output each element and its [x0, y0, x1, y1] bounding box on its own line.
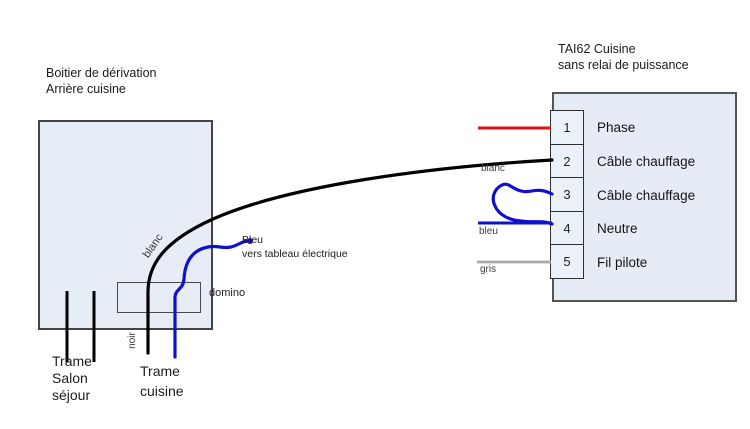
junction-box-title: Boitier de dérivation Arrière cuisine	[46, 66, 157, 96]
terminal-cell-4: 4	[550, 210, 584, 246]
label-blanc: blanc	[481, 163, 505, 174]
terminal-cell-5: 5	[550, 244, 584, 279]
label-gris: gris	[480, 264, 497, 275]
terminal-label-neutre: Neutre	[597, 220, 638, 236]
terminal-cell-1: 1	[550, 110, 584, 145]
terminal-label-cable-chauffage-2: Câble chauffage	[597, 187, 696, 203]
terminal-label-phase: Phase	[597, 119, 636, 135]
domino-connector-box	[117, 282, 201, 313]
label-noir-rotated: noir	[126, 332, 138, 349]
wire-blue-jumper-loop	[491, 182, 554, 226]
terminal-label-fil-pilote: Fil pilote	[597, 254, 648, 270]
terminal-cell-3: 3	[550, 177, 584, 212]
label-trame-cuisine: Trame cuisine	[140, 363, 184, 399]
terminal-block-title: TAI62 Cuisine sans relai de puissance	[558, 42, 689, 72]
label-bleu-vers-tableau: Bleu vers tableau électrique	[242, 234, 348, 260]
terminal-label-cable-chauffage-1: Câble chauffage	[597, 153, 696, 169]
label-bleu: bleu	[479, 226, 498, 237]
label-trame-salon-sejour: Trame Salon séjour	[52, 353, 92, 403]
label-domino: domino	[209, 287, 246, 299]
terminal-cell-2: 2	[550, 143, 584, 179]
